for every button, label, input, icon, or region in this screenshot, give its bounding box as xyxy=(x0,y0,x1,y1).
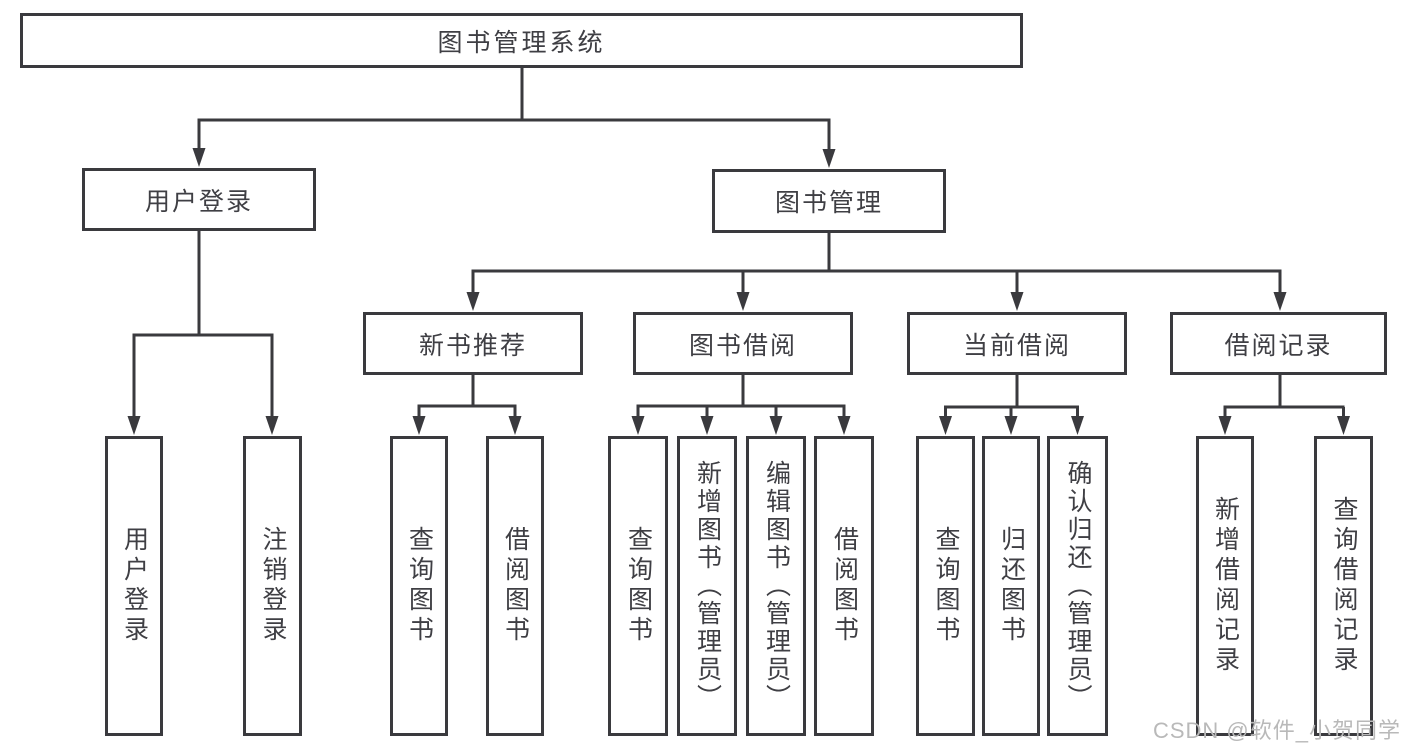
leaf-edit-books-admin: 编辑图书（管理员） xyxy=(746,436,806,736)
node-label: 查询图书 xyxy=(405,526,434,646)
leaf-user-login: 用户登录 xyxy=(105,436,163,736)
leaf-confirm-return-admin: 确认归还（管理员） xyxy=(1047,436,1108,736)
node-label: 借阅记录 xyxy=(1224,331,1333,360)
leaf-query-books-current: 查询图书 xyxy=(916,436,975,736)
node-label: 确认归还（管理员） xyxy=(1064,460,1092,712)
node-label: 图书管理 xyxy=(774,189,883,217)
node-borrowing-records: 借阅记录 xyxy=(1170,312,1387,375)
watermark: CSDN @软件_小贺同学 xyxy=(1152,718,1401,743)
leaf-logout: 注销登录 xyxy=(243,436,302,736)
leaf-borrow-books-borrowing: 借阅图书 xyxy=(814,436,874,736)
leaf-borrow-books-recommend: 借阅图书 xyxy=(486,436,544,736)
node-label: 查询图书 xyxy=(624,526,653,646)
node-label: 图书管理系统 xyxy=(437,28,606,57)
node-book-management: 图书管理 xyxy=(712,169,946,233)
node-current-borrowing: 当前借阅 xyxy=(907,312,1127,375)
node-label: 用户登录 xyxy=(144,187,253,216)
node-label: 借阅图书 xyxy=(830,526,859,646)
node-label: 借阅图书 xyxy=(501,526,530,646)
node-label: 归还图书 xyxy=(997,526,1026,646)
leaf-add-borrow-record: 新增借阅记录 xyxy=(1196,436,1254,736)
node-label: 查询图书 xyxy=(932,526,960,646)
leaf-query-books-recommend: 查询图书 xyxy=(390,436,448,736)
leaf-return-books: 归还图书 xyxy=(982,436,1040,736)
node-book-borrowing: 图书借阅 xyxy=(633,312,853,375)
node-label: 注销登录 xyxy=(259,526,287,646)
node-user-login: 用户登录 xyxy=(82,168,316,231)
node-label: 新书推荐 xyxy=(418,331,527,360)
leaf-add-books-admin: 新增图书（管理员） xyxy=(677,436,737,736)
node-label: 用户登录 xyxy=(120,526,149,646)
node-label: 编辑图书（管理员） xyxy=(762,460,791,712)
leaf-query-books-borrowing: 查询图书 xyxy=(608,436,668,736)
node-label: 当前借阅 xyxy=(962,331,1071,360)
node-new-book-recommendation: 新书推荐 xyxy=(363,312,583,375)
leaf-query-borrow-record: 查询借阅记录 xyxy=(1314,436,1373,736)
node-label: 图书借阅 xyxy=(688,331,797,360)
node-label: 新增借阅记录 xyxy=(1211,496,1240,676)
node-library-management-system: 图书管理系统 xyxy=(20,13,1023,68)
node-label: 查询借阅记录 xyxy=(1330,496,1358,676)
node-label: 新增图书（管理员） xyxy=(693,460,722,712)
